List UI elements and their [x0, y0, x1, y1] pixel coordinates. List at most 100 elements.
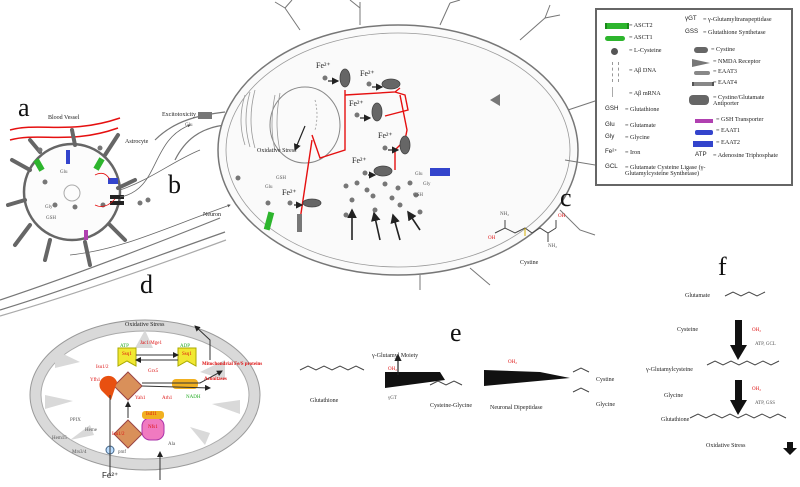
neuronal-dipeptidase-label: Neuronal Dipeptidase: [490, 405, 543, 411]
iron-label: Fe²⁺: [316, 61, 331, 70]
adp-label: ADP: [180, 344, 191, 349]
panel-label-f: f: [718, 252, 727, 281]
legend-eaat3: = EAAT3: [713, 68, 737, 75]
mito-fes-label: Mitochondrial Fe/S proteins: [202, 362, 263, 367]
legend-abbr-gcl: GCL: [605, 163, 618, 170]
glutamate-label: Glutamate: [685, 293, 710, 299]
legend-asct2: = ASCT2: [629, 22, 653, 29]
abeta-dna-icon: [612, 62, 619, 82]
ggt-label: γGT: [388, 396, 397, 401]
ssq1-label: Ssq1: [122, 352, 132, 357]
amine-label: NH₂: [500, 212, 509, 217]
legend-abbr-gsh: GSH: [605, 105, 619, 112]
nfs1-label: Nfs1: [148, 425, 158, 430]
astrocyte-cell: [6, 117, 231, 267]
legend-l-cysteine: = L-Cysteine: [629, 47, 662, 54]
eaat4-icon: [692, 82, 714, 86]
isu-label: Isu1/2: [112, 432, 125, 437]
legend-abeta-mrna: = Aβ mRNA: [629, 90, 661, 97]
cysteine-label: Cysteine: [677, 327, 698, 333]
gsh-transporter-icon: [695, 119, 713, 123]
mito-oxidative-stress-label: Oxidative Stress: [125, 322, 165, 328]
cystine-label: Cystine: [520, 260, 539, 266]
asct2-icon: [605, 23, 629, 29]
isd11-label: Isd11: [146, 412, 157, 417]
iron-label: Fe²⁺: [349, 99, 364, 108]
glutathione-f-label: Glutathione: [661, 417, 690, 423]
legend-eaat1: = EAAT1: [716, 127, 740, 134]
mrs3-4-label: Mrs3/4: [72, 450, 87, 455]
excitotoxicity-label: Excitotoxicity: [162, 112, 196, 118]
legend-gcl: = Glutamate Cysteine Ligase (γ-Glutamylc…: [625, 164, 706, 178]
iron-label: Fe²⁺: [378, 131, 393, 140]
glycine-label: Glycine: [664, 393, 683, 399]
panel-label-d: d: [140, 270, 153, 299]
gsh-label: GSH: [46, 216, 57, 221]
eaat2-transporter: [430, 168, 450, 176]
glycine-product-label: Glycine: [596, 402, 615, 408]
astrocyte-label: Astrocyte: [125, 139, 149, 145]
legend-asct1: = ASCT1: [629, 34, 653, 41]
legend-abbr-glu: Glu: [605, 121, 615, 128]
legend-glu: = Glutamate: [625, 122, 656, 129]
glu-label: Glu: [265, 185, 273, 190]
water-label: OH₂: [388, 367, 397, 372]
legend-abbr-gss: GSS: [685, 28, 699, 35]
blood-vessel-label: Blood Vessel: [48, 115, 80, 121]
l-cysteine-icon: [611, 48, 618, 55]
gamma-glutamylcysteine-label: γ-Glutamylcysteine: [646, 367, 693, 373]
axon: [0, 111, 227, 317]
legend-eaat2: = EAAT2: [716, 139, 740, 146]
mito-iron-label: Fe²⁺: [102, 471, 119, 480]
glutathione-label: Glutathione: [310, 398, 339, 404]
asct1-icon: [605, 36, 625, 41]
neuron-cell: [198, 0, 613, 290]
legend-gsh-transporter: = GSH Transporter: [716, 116, 764, 123]
legend-fe: = Iron: [625, 149, 641, 156]
legend-abbr-gly: Gly: [605, 133, 615, 140]
hydroxyl-label: OH: [558, 214, 566, 219]
ssq1-label: Ssq1: [182, 352, 192, 357]
iron-organelles: [302, 68, 411, 208]
neuron-label: Neuron: [203, 212, 221, 218]
legend-gsh: = Glutathione: [625, 106, 660, 113]
amine-label: NH₂: [548, 244, 557, 249]
iron-label: Fe²⁺: [352, 156, 367, 165]
iron-label: Fe²⁺: [360, 69, 375, 78]
legend-eaat4: = EAAT4: [713, 79, 737, 86]
pmf-label: pmf: [118, 450, 127, 455]
jac1-mge1-label: Jac1/Mge1: [140, 341, 162, 346]
gsh-label: GSH: [413, 193, 424, 198]
asct2-transporter: [263, 211, 275, 231]
eaat3-transporter: [297, 214, 302, 232]
mitochondrion: [29, 319, 261, 480]
panel-label-a: a: [18, 93, 30, 122]
legend-ggt: = γ-Glutamyltranspeptidase: [703, 16, 772, 23]
grx5-label: Grx5: [148, 369, 159, 374]
glu-label: Glu: [60, 170, 68, 175]
cystine-product-label: Cystine: [596, 377, 615, 383]
legend-antiporter: = Cystine/Glutamate Antiporter: [713, 94, 765, 108]
arh1-label: Arh1: [162, 396, 173, 401]
cysteine-glycine-label: Cysteine-Glycine: [430, 403, 472, 409]
atp-gcl-label: ATP, GCL: [755, 342, 776, 347]
glu-label: Glu: [415, 172, 423, 177]
atp-gss-label: ATP, GSS: [755, 401, 776, 406]
eaat3-icon: [694, 71, 710, 75]
ppix-label: PPIX: [70, 418, 81, 423]
cystine-molecule: [494, 220, 557, 242]
legend: = ASCT2 = ASCT1 = L-Cysteine = Aβ DNA = …: [595, 8, 793, 186]
water-label: OH₂: [752, 387, 761, 392]
hem15-label: Hem15: [52, 436, 67, 441]
panel-label-b: b: [168, 170, 181, 199]
gamma-glutamyl-moiety-label: γ-Glutamyl Moiety: [372, 353, 419, 359]
gsh-label: GSH: [276, 176, 287, 181]
water-label: OH₂: [508, 360, 517, 365]
cystine-icon: [694, 47, 708, 53]
heme-label: Heme: [85, 428, 97, 433]
f-oxidative-stress-label: Oxidative Stress: [706, 443, 746, 449]
panel-f-reaction: [689, 291, 797, 455]
water-label: OH₂: [752, 328, 761, 333]
